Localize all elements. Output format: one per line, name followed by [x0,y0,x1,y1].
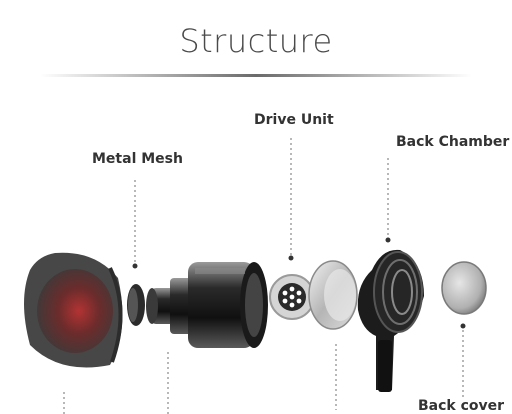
leader-lines [63,138,464,414]
ear-tip [24,252,123,368]
title-underline [40,74,472,77]
back-chamber-dot [385,237,391,243]
back-cover-part [441,261,487,315]
silver-ring [308,260,358,330]
metal-mesh-dot [132,263,138,269]
back-chamber-part [357,249,424,392]
label-metal-mesh: Metal Mesh [92,151,183,167]
label-back-cover: Back cover [418,398,505,414]
label-drive-unit: Drive Unit [254,112,334,128]
drive-unit-part [269,274,315,320]
front-housing [146,262,268,348]
back-cover-dot [460,323,466,329]
diagram-title: Structure [179,22,333,60]
label-back-chamber: Back Chamber [396,134,510,150]
drive-unit-dot [288,255,294,261]
